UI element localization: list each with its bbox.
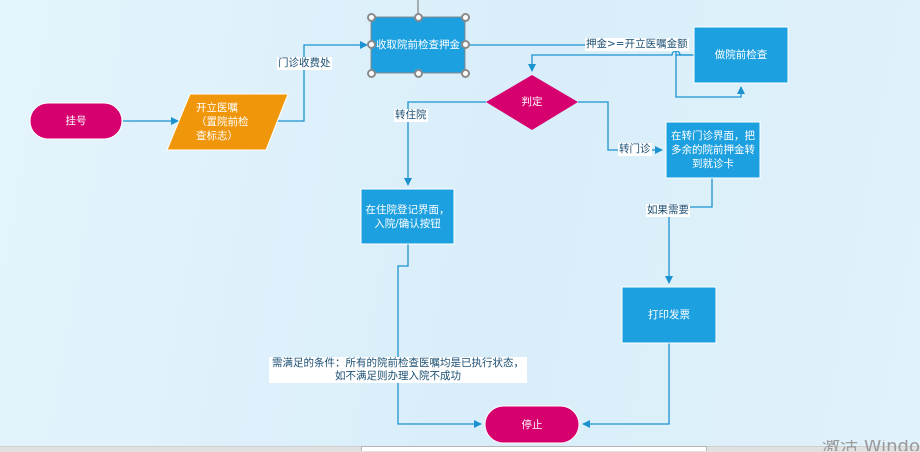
stop-terminal-shape[interactable] <box>484 405 580 444</box>
decision-label: 判定 <box>521 96 543 108</box>
decision-shape[interactable] <box>486 75 578 130</box>
resize-handle-top-left[interactable] <box>367 13 376 22</box>
register-label: 挂号 <box>65 115 87 127</box>
edge-do-exam-to-decision[interactable] <box>528 50 694 72</box>
collect-deposit-label: 收取院前检查押金 <box>376 39 460 51</box>
order-data-shape[interactable] <box>166 93 289 151</box>
edge-label-to-outpatient: 转门诊 <box>618 143 652 156</box>
edge-label-to-inpatient: 转住院 <box>394 109 428 122</box>
edge-label-outpatient-cashier: 门诊收费处 <box>277 57 332 70</box>
resize-handle-right[interactable] <box>461 40 470 49</box>
inpatient-register-shape[interactable] <box>360 188 455 245</box>
resize-handle-bottom[interactable] <box>414 69 423 78</box>
resize-handle-bottom-left[interactable] <box>367 69 376 78</box>
order-label: 开立医嘱 （置院前检 查标志） <box>196 102 249 142</box>
edge-label-admission-condition: 需满足的条件：所有的院前检查医嘱均是已执行状态， 如不满足则办理入院不成功 <box>269 357 527 383</box>
do-exam-shape[interactable] <box>693 26 789 84</box>
edge-decision-to-inpatient[interactable] <box>404 101 486 186</box>
print-invoice-shape[interactable] <box>621 286 717 344</box>
edge-label-deposit-condition: 押金>=开立医嘱金额 <box>585 38 689 51</box>
activation-watermark: 激活 Windows <box>822 440 920 451</box>
outpatient-transfer-label: 在转门诊界面，把多余的院前押金转到就诊卡 <box>671 130 755 170</box>
stop-label: 停止 <box>521 418 543 431</box>
edge-order-to-collect-deposit[interactable] <box>277 41 368 122</box>
inpatient-register-label: 在住院登记界面， 入院/确认按钮 <box>365 203 450 230</box>
print-invoice-label: 打印发票 <box>648 309 690 321</box>
edge-outpatient-to-print[interactable] <box>665 178 713 284</box>
edge-loop-to-do-exam[interactable] <box>675 55 745 98</box>
resize-handle-top-right[interactable] <box>461 13 470 22</box>
do-exam-label: 做院前检查 <box>714 49 768 61</box>
register-terminal-shape[interactable] <box>29 102 123 140</box>
edge-label-if-needed: 如果需要 <box>646 204 690 217</box>
bottom-panel <box>361 446 707 451</box>
outpatient-transfer-shape[interactable] <box>665 121 761 179</box>
resize-handle-top[interactable] <box>414 13 423 22</box>
edge-print-to-stop[interactable] <box>582 343 670 428</box>
resize-handle-bottom-right[interactable] <box>461 69 470 78</box>
resize-handle-left[interactable] <box>367 40 376 49</box>
edge-inpatient-to-stop[interactable] <box>397 244 482 428</box>
